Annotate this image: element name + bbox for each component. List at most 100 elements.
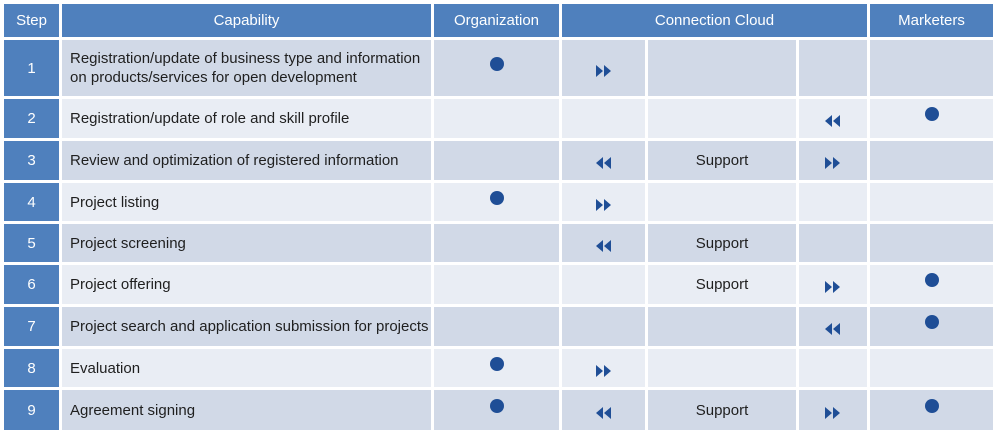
cc1-cell: [562, 349, 645, 387]
cc3-cell: [799, 349, 867, 387]
bullet-icon: [924, 315, 939, 330]
mkt-cell: [870, 390, 993, 430]
bullet-icon: [924, 273, 939, 288]
mkt-cell: [870, 141, 993, 180]
step-number: 2: [4, 99, 59, 138]
org-cell: [434, 390, 559, 430]
cc1-cell: [562, 390, 645, 430]
capability-cell: Agreement signing: [62, 390, 431, 430]
cc3-cell: [799, 265, 867, 304]
bullet-icon: [489, 190, 504, 205]
support-label: Support: [695, 276, 749, 293]
cc1-cell: [562, 307, 645, 346]
cc2-cell: [648, 183, 796, 221]
cc2-cell: [648, 307, 796, 346]
step-number: 4: [4, 183, 59, 221]
header-capability: Capability: [62, 4, 431, 37]
cc3-cell: [799, 141, 867, 180]
mkt-cell: [870, 307, 993, 346]
cc1-cell: [562, 265, 645, 304]
mkt-cell: [870, 183, 993, 221]
capability-cell: Registration/update of role and skill pr…: [62, 99, 431, 138]
double-arrow-right-icon: [594, 364, 614, 378]
support-label: Support: [695, 401, 749, 419]
org-cell: [434, 40, 559, 96]
capability-cell: Project listing: [62, 183, 431, 221]
bullet-icon: [489, 398, 504, 413]
org-cell: [434, 349, 559, 387]
mkt-cell: [870, 349, 993, 387]
double-arrow-left-icon: [594, 239, 614, 253]
capability-cell: Review and optimization of registered in…: [62, 141, 431, 180]
header-row: Step Capability Organization Connection …: [4, 4, 993, 37]
support-label: Support: [695, 234, 749, 252]
cc3-cell: [799, 183, 867, 221]
double-arrow-left-icon: [594, 406, 614, 420]
cc1-cell: [562, 40, 645, 96]
step-number: 6: [4, 265, 59, 304]
capability-cell: Project search and application submissio…: [62, 307, 431, 346]
double-arrow-left-icon: [594, 156, 614, 170]
cc2-cell: Support: [648, 265, 796, 304]
step-number: 9: [4, 390, 59, 430]
capability-cell: Project offering: [62, 265, 431, 304]
capability-cell: Evaluation: [62, 349, 431, 387]
cc3-cell: [799, 99, 867, 138]
org-cell: [434, 265, 559, 304]
cc1-cell: [562, 183, 645, 221]
header-step: Step: [4, 4, 59, 37]
capability-cell: Project screening: [62, 224, 431, 262]
double-arrow-right-icon: [594, 64, 614, 78]
step-number: 7: [4, 307, 59, 346]
capability-cell: Registration/update of business type and…: [62, 40, 431, 96]
step-number: 1: [4, 40, 59, 96]
header-marketers: Marketers: [870, 4, 993, 37]
double-arrow-left-icon: [823, 114, 843, 128]
step-number: 8: [4, 349, 59, 387]
cc1-cell: [562, 99, 645, 138]
header-connection-cloud: Connection Cloud: [562, 4, 867, 37]
header-organization: Organization: [434, 4, 559, 37]
cc3-cell: [799, 224, 867, 262]
cc2-cell: Support: [648, 224, 796, 262]
double-arrow-right-icon: [594, 198, 614, 212]
org-cell: [434, 307, 559, 346]
mkt-cell: [870, 224, 993, 262]
cc3-cell: [799, 307, 867, 346]
org-cell: [434, 183, 559, 221]
mkt-cell: [870, 40, 993, 96]
step-number: 5: [4, 224, 59, 262]
cc2-cell: Support: [648, 390, 796, 430]
double-arrow-right-icon: [823, 280, 843, 294]
capability-table: Step Capability Organization Connection …: [1, 1, 996, 433]
bullet-icon: [924, 398, 939, 413]
cc1-cell: [562, 141, 645, 180]
bullet-icon: [924, 107, 939, 122]
cc3-cell: [799, 390, 867, 430]
double-arrow-right-icon: [823, 406, 843, 420]
cc2-cell: [648, 40, 796, 96]
double-arrow-right-icon: [823, 156, 843, 170]
cc3-cell: [799, 40, 867, 96]
cc2-cell: Support: [648, 141, 796, 180]
org-cell: [434, 99, 559, 138]
step-number: 3: [4, 141, 59, 180]
support-label: Support: [695, 152, 749, 169]
org-cell: [434, 141, 559, 180]
cc2-cell: [648, 349, 796, 387]
bullet-icon: [489, 356, 504, 371]
org-cell: [434, 224, 559, 262]
cc1-cell: [562, 224, 645, 262]
mkt-cell: [870, 99, 993, 138]
double-arrow-left-icon: [823, 322, 843, 336]
